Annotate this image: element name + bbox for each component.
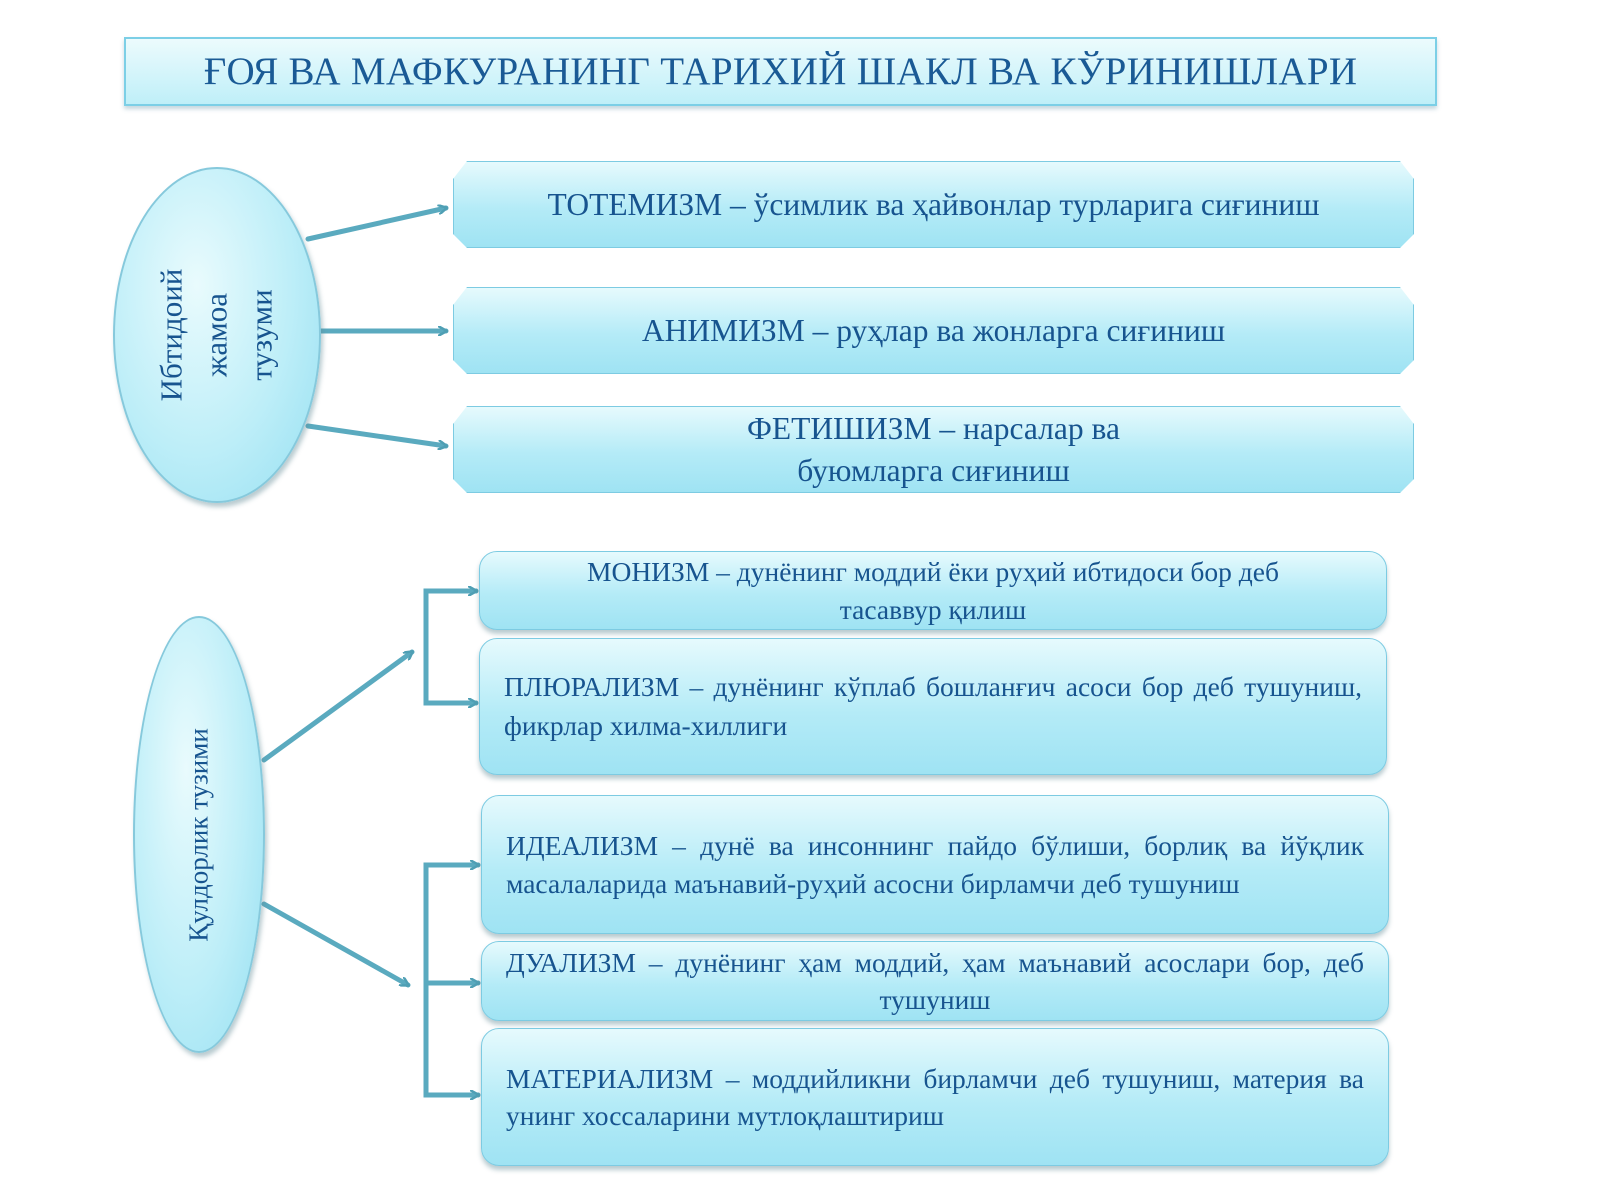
monism-box: МОНИЗМ – дунёнинг моддий ёки руҳий ибтид… [479,551,1387,630]
lower-bracket [423,862,481,1098]
upper-bracket [423,588,479,706]
arrow-to-lower-bracket [261,901,408,988]
slavery-system-label: Қулдорлик тузими [183,727,214,942]
primitive-society-ellipse: Ибтидоий жамоа тузуми [113,167,321,503]
slavery-system-ellipse: Қулдорлик тузими [133,616,265,1053]
page-title: ҒОЯ ВА МАФКУРАНИНГ ТАРИХИЙ ШАКЛ ВА КЎРИН… [124,37,1437,106]
primitive-society-label: Ибтидоий жамоа тузуми [153,268,279,402]
pluralism-box: ПЛЮРАЛИЗМ – дунёнинг кўплаб бошланғич ас… [479,638,1387,775]
idealism-box: ИДЕАЛИЗМ – дунё ва инсоннинг пайдо бўлиш… [481,795,1389,934]
arrow-to-upper-bracket [261,649,412,763]
totemism-box: ТОТЕМИЗМ – ўсимлик ва ҳайвонлар турлариг… [453,161,1414,248]
dualism-box: ДУАЛИЗМ – дунёнинг ҳам моддий, ҳам маъна… [481,941,1389,1021]
arrow-to-fetishism [305,423,446,446]
animism-box: АНИМИЗМ – руҳлар ва жонларга сиғиниш [453,287,1414,374]
materialism-box: МАТЕРИАЛИЗМ – моддийликни бирламчи деб т… [481,1028,1389,1166]
fetishism-box: ФЕТИШИЗМ – нарсалар ва буюмларга сиғиниш [453,406,1414,493]
arrow-to-totemism [305,208,446,242]
